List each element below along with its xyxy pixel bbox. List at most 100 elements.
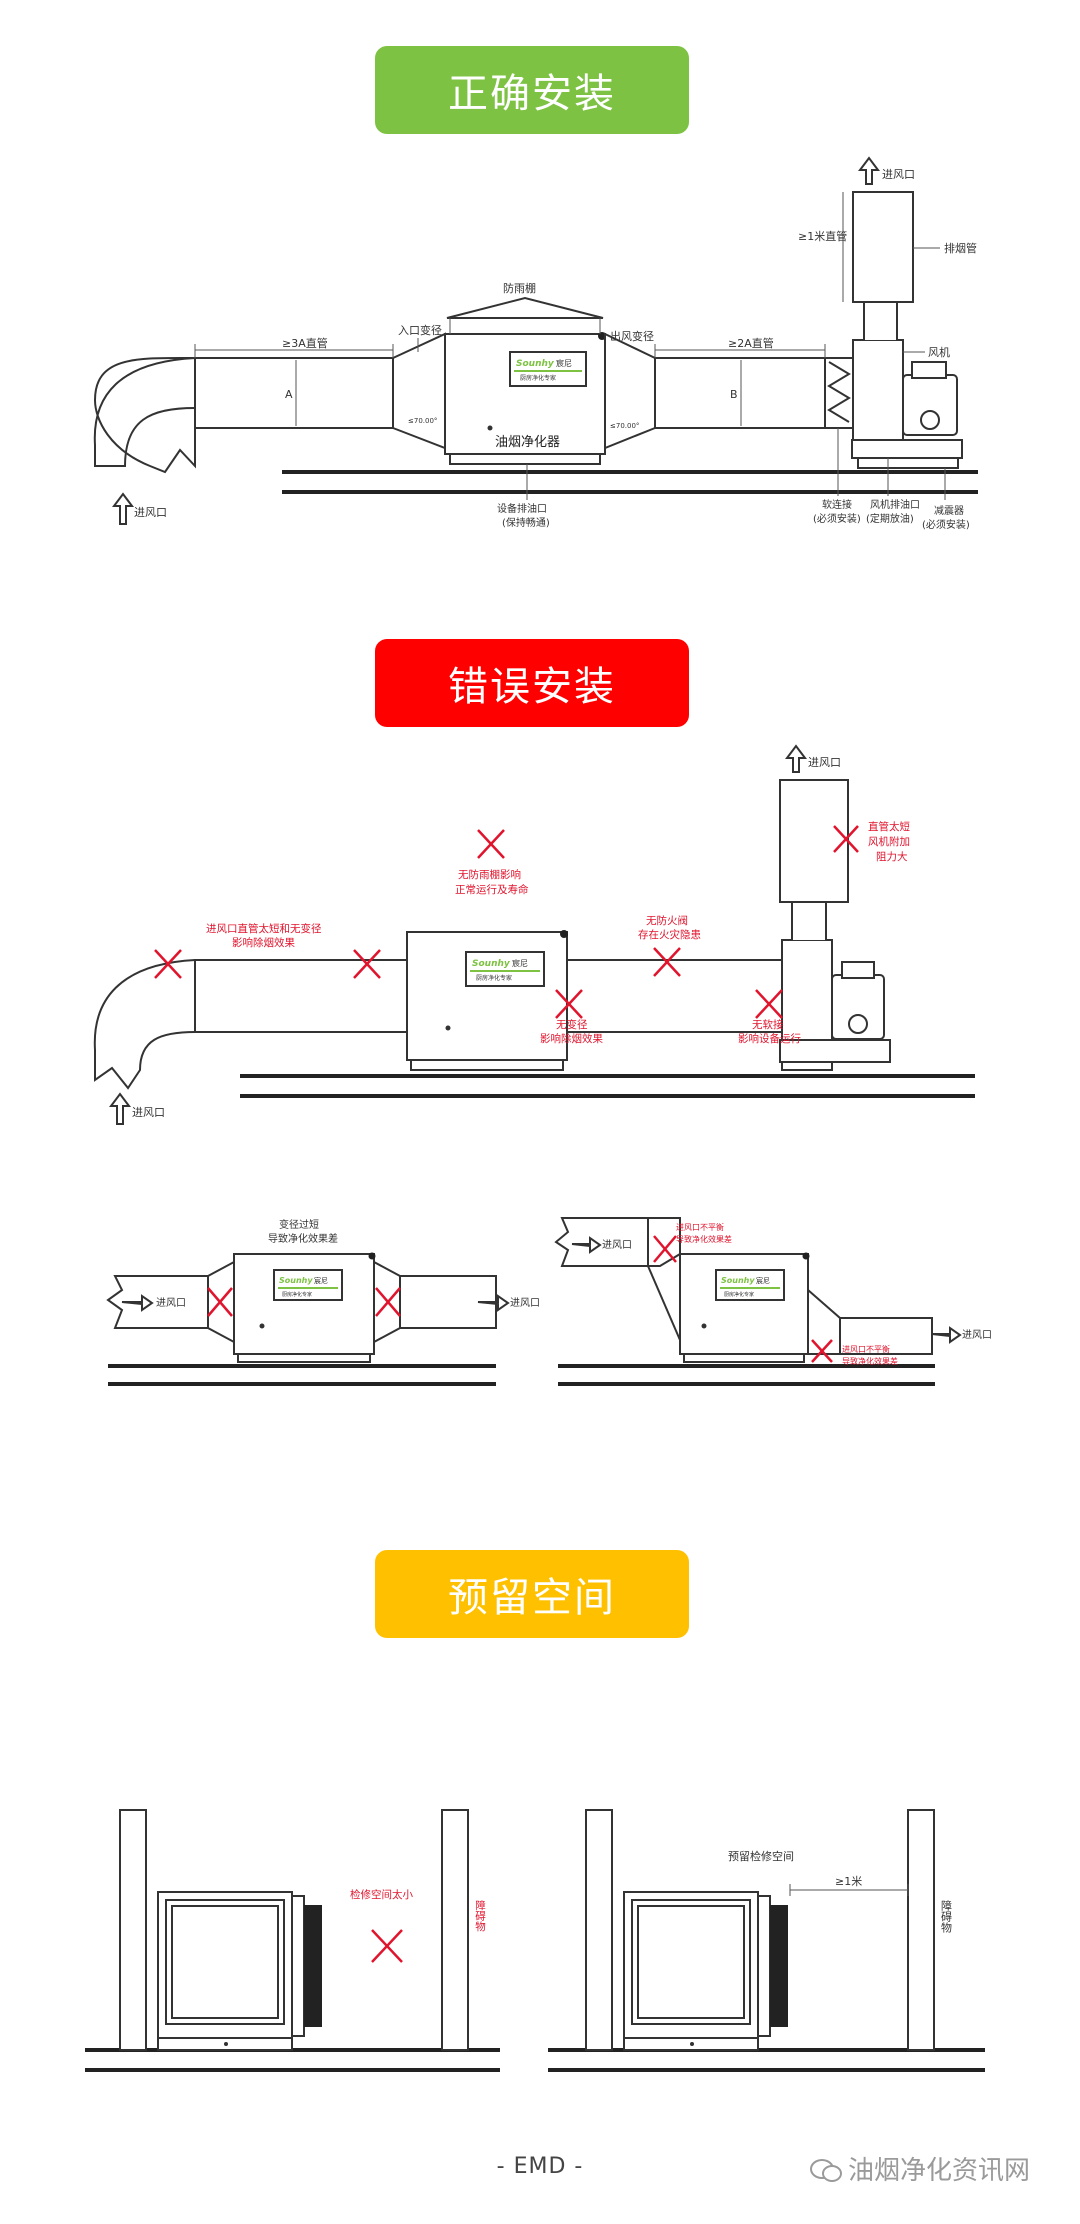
fan-pulley: [920, 410, 940, 430]
short-pipe-label-2: 风机附加: [868, 835, 910, 848]
uneven-top-label-1: 进风口不平衡: [676, 1222, 724, 1232]
right-purifier-plate: [715, 1269, 785, 1301]
dim-b-label: B: [730, 388, 738, 401]
no-reducer-label-2: 影响除烟效果: [540, 1032, 603, 1045]
damper-label-2: (必须安装): [922, 518, 970, 531]
fan-drain-label-2: (定期放油): [866, 512, 914, 525]
short-pipe-label-1: 直管太短: [868, 820, 910, 833]
outlet-up-arrow: [785, 744, 807, 773]
watermark: 油烟净化资讯网: [810, 2150, 1030, 2187]
rain-cover: [446, 296, 604, 319]
right-inlet-arrow: [571, 1236, 602, 1254]
fan-pulley: [848, 1014, 868, 1034]
straight-pipe-short: [194, 959, 408, 1033]
small-space-label: 检修空间太小: [350, 1888, 413, 1901]
cross-icon: [653, 1235, 677, 1263]
inlet-up-arrow: [112, 492, 134, 525]
exhaust-stack: [852, 191, 914, 303]
purifier-knob: [487, 425, 493, 431]
right-unit-side: [757, 1895, 771, 2037]
outlet-top-label: 进风口: [882, 168, 915, 181]
stack-lower: [791, 899, 827, 940]
soft-label-2: (必须安装): [813, 512, 861, 525]
uneven-bottom-label-2: 导致净化效果差: [842, 1356, 898, 1366]
brand-tagline: 厨房净化专家: [520, 374, 556, 382]
right-inlet-slant: [647, 1217, 681, 1267]
outlet-top-label: 进风口: [808, 756, 841, 769]
no-fire-label-1: 无防火阀: [646, 914, 688, 927]
reducer-short-label-2: 导致净化效果差: [268, 1232, 338, 1245]
right-outlet-arrow: [931, 1326, 962, 1344]
brand-name: 宸尼: [512, 958, 528, 968]
no-reducer-label-1: 无变径: [556, 1018, 588, 1031]
wechat-icon: [810, 2157, 842, 2182]
rain-cover-label: 防雨棚: [503, 281, 536, 295]
cross-icon: [555, 989, 583, 1019]
cross-icon: [477, 829, 505, 859]
straight-pipe-3a: [194, 357, 394, 429]
right-unit-fan: [770, 1905, 788, 2027]
no-soft-label-2: 影响设备运行: [738, 1032, 801, 1045]
brand-name: 宸尼: [314, 1276, 328, 1285]
cross-icon: [755, 989, 783, 1019]
left-inlet-arrow: [121, 1294, 154, 1312]
fan-label: 风机: [928, 345, 950, 359]
right-outlet-label: 进风口: [962, 1329, 992, 1341]
no-soft-label-1: 无软接: [752, 1018, 784, 1031]
fan-housing: [852, 339, 904, 441]
brand-name: 宸尼: [556, 358, 572, 368]
left-obstacle: [441, 1809, 469, 2051]
left-outlet-label: 进风口: [510, 1297, 540, 1309]
fan-motor-top: [841, 961, 875, 979]
drain-label-1: 设备排油口: [497, 502, 547, 515]
outlet-up-arrow: [858, 156, 880, 185]
left-inlet-label: 进风口: [156, 1297, 186, 1309]
purifier-label-plate: [509, 351, 587, 387]
cross-icon: [353, 949, 381, 979]
reducer-short-label-1: 变径过短: [279, 1218, 319, 1231]
obstacle-left-label: 障碍物: [474, 1899, 486, 1932]
uneven-bottom-label-1: 进风口不平衡: [842, 1344, 890, 1354]
inlet-up-arrow: [109, 1092, 131, 1125]
soft-label-1: 软连接: [822, 498, 852, 511]
brand-logo: Sounhy: [721, 1276, 755, 1285]
reserve-space-banner: 预留空间: [375, 1550, 689, 1638]
brand-logo: Sounhy: [472, 959, 511, 969]
wrong-install-banner: 错误安装: [375, 639, 689, 727]
short-pipe-label-3: 阻力大: [876, 850, 908, 863]
dim-1m-label: ≥1米: [835, 1875, 862, 1888]
purifier-base: [410, 1059, 564, 1071]
inlet-short-label-1: 进风口直管太短和无变径: [206, 922, 322, 935]
cross-icon: [653, 947, 681, 977]
purifier-label-plate: [465, 951, 545, 987]
brand-tagline: 厨房净化专家: [476, 974, 512, 982]
left-unit-panel: [171, 1905, 279, 2019]
obstacle-right-label: 障碍物: [940, 1899, 953, 1933]
correct-install-banner: 正确安装: [375, 46, 689, 134]
inlet-elbow: [93, 959, 196, 1090]
straight-pipe-2a: [654, 357, 826, 429]
cross-icon: [371, 1929, 403, 1963]
left-purifier-plate: [273, 1269, 343, 1301]
outlet-reducer: [604, 332, 656, 450]
dim-a-label: A: [285, 388, 293, 401]
reserve-space-label: 预留检修空间: [728, 1849, 794, 1863]
soft-connection-zigzag: [827, 361, 851, 423]
left-purifier-base: [237, 1353, 371, 1363]
no-fire-label-2: 存在火灾隐患: [638, 928, 701, 941]
right-inlet-slant-bottom: [647, 1265, 681, 1341]
cross-icon: [375, 1287, 401, 1317]
correct-install-diagram: Sounhy 宸尼 厨房净化专家 进风口 ≥1米直管 排烟管 防雨棚 入口变径 …: [93, 156, 978, 531]
brand-logo: Sounhy: [516, 359, 555, 369]
elbow-curve: [93, 357, 196, 467]
uneven-top-label-2: 导致净化效果差: [676, 1234, 732, 1244]
purifier-base: [449, 453, 601, 465]
footer-text: - EMD -: [496, 2154, 584, 2179]
no-rain-label-2: 正常运行及寿命: [455, 883, 529, 896]
straight-pipe-outlet: [566, 959, 783, 1033]
inlet-short-label-2: 影响除烟效果: [232, 936, 295, 949]
inlet-bottom-label: 进风口: [132, 1106, 165, 1119]
inlet-reducer: [392, 332, 446, 450]
right-outlet-slant: [807, 1287, 841, 1355]
inlet-bottom-label: 进风口: [134, 506, 167, 519]
